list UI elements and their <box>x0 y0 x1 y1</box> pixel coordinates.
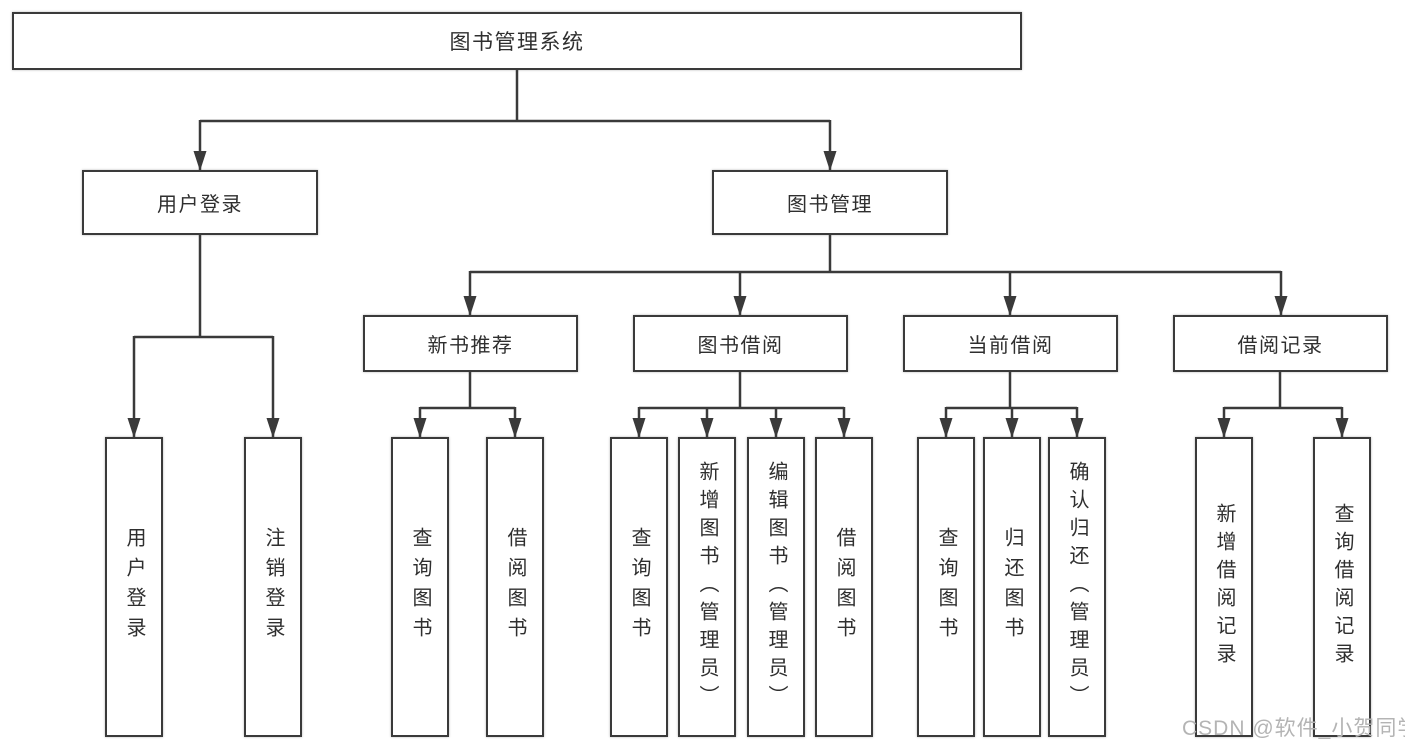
leaf-return-books: 归还图书 <box>983 437 1041 737</box>
leaf-borrow-books-recommend: 借阅图书 <box>486 437 544 737</box>
leaf-borrow-books: 借阅图书 <box>815 437 873 737</box>
leaf-logout-login: 注销登录 <box>244 437 302 737</box>
node-new-book-recommend: 新书推荐 <box>363 315 578 372</box>
leaf-edit-book-admin: 编辑图书（管理员） <box>747 437 805 737</box>
node-book-management: 图书管理 <box>712 170 948 235</box>
node-root-system: 图书管理系统 <box>12 12 1022 70</box>
node-borrow-records: 借阅记录 <box>1173 315 1388 372</box>
leaf-add-book-admin: 新增图书（管理员） <box>678 437 736 737</box>
node-current-borrow: 当前借阅 <box>903 315 1118 372</box>
leaf-query-borrow-record: 查询借阅记录 <box>1313 437 1371 737</box>
node-book-borrow: 图书借阅 <box>633 315 848 372</box>
leaf-query-books-borrow: 查询图书 <box>610 437 668 737</box>
leaf-add-borrow-record: 新增借阅记录 <box>1195 437 1253 737</box>
node-user-login: 用户登录 <box>82 170 318 235</box>
leaf-query-books-current: 查询图书 <box>917 437 975 737</box>
leaf-confirm-return-admin: 确认归还（管理员） <box>1048 437 1106 737</box>
leaf-user-login: 用户登录 <box>105 437 163 737</box>
csdn-watermark: CSDN @软件_小贺同学 <box>1182 717 1405 740</box>
leaf-query-books-recommend: 查询图书 <box>391 437 449 737</box>
